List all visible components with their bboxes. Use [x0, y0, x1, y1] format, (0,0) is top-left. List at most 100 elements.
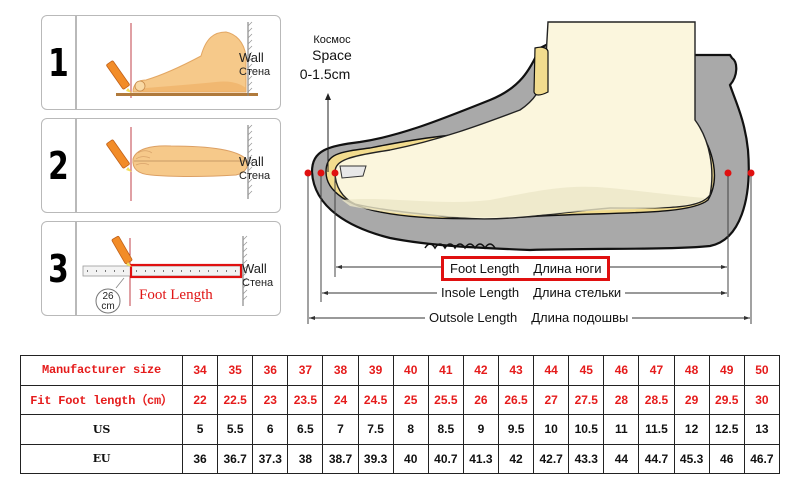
row-header: Fit Foot length（cm） — [20, 384, 183, 415]
table-cell: 22.5 — [217, 384, 254, 415]
table-cell: 13 — [743, 414, 781, 445]
table-cell: 42 — [497, 443, 535, 474]
table-cell: 9.5 — [497, 414, 535, 445]
shoe-cross-section-diagram — [304, 21, 755, 324]
table-cell: 46 — [708, 443, 745, 474]
table-cell: 46 — [603, 355, 640, 386]
step-number: 3 — [48, 246, 69, 291]
wall-label: Wall Стена — [239, 154, 271, 183]
table-cell: 29 — [673, 384, 710, 415]
table-cell: 43 — [497, 355, 535, 386]
step-panel-3: 3 26 — [41, 221, 281, 316]
foot-length-label: Foot Length — [139, 287, 213, 303]
table-cell: 27 — [533, 384, 570, 415]
table-cell: 12.5 — [708, 414, 745, 445]
table-cell: 47 — [638, 355, 675, 386]
floor-icon — [116, 93, 258, 96]
table-cell: 10 — [533, 414, 570, 445]
table-cell: 7.5 — [357, 414, 394, 445]
arrow-up-icon — [325, 93, 331, 100]
table-cell: 25 — [392, 384, 429, 415]
table-cell: 42 — [462, 355, 499, 386]
table-cell: 44 — [603, 443, 640, 474]
table-cell: 6.5 — [287, 414, 324, 445]
tread-icon — [424, 243, 496, 250]
foot-top-view-illustration — [106, 124, 253, 201]
wall-label: Wall Стена — [239, 50, 271, 79]
foot-shape — [334, 21, 713, 220]
wall-label: Wall Стена — [242, 261, 274, 290]
table-cell: 34 — [181, 355, 219, 386]
table-cell: 6 — [252, 414, 289, 445]
table-cell: 38 — [287, 443, 324, 474]
table-cell: 26.5 — [497, 384, 535, 415]
measurement-points — [304, 169, 755, 177]
table-cell: 40 — [392, 443, 429, 474]
table-cell: 44.7 — [638, 443, 675, 474]
table-cell: 48 — [673, 355, 710, 386]
table-cell: 29.5 — [708, 384, 745, 415]
table-cell: 28.5 — [638, 384, 675, 415]
ruler-measure-illustration — [82, 235, 248, 314]
row-header: EU — [20, 443, 183, 474]
table-cell: 24 — [322, 384, 359, 415]
table-cell: 26 — [462, 384, 499, 415]
table-cell: 35 — [217, 355, 254, 386]
pencil-icon — [106, 139, 132, 172]
row-header: US — [20, 414, 183, 445]
table-cell: 8.5 — [427, 414, 464, 445]
table-cell: 37.3 — [252, 443, 289, 474]
table-cell: 46.7 — [743, 443, 781, 474]
panel-divider — [75, 222, 77, 315]
measurement-badge-text: 26 cm — [101, 291, 115, 312]
table-cell: 38 — [322, 355, 359, 386]
table-cell: 36 — [181, 443, 219, 474]
table-cell: 24.5 — [357, 384, 394, 415]
foot-side-view-illustration — [106, 21, 258, 98]
table-cell: 37 — [287, 355, 324, 386]
table-cell: 45.3 — [673, 443, 710, 474]
table-cell: 23.5 — [287, 384, 324, 415]
table-cell: 44 — [533, 355, 570, 386]
table-cell: 9 — [462, 414, 499, 445]
pencil-icon — [106, 60, 132, 93]
panel-divider — [75, 119, 77, 212]
table-cell: 36.7 — [217, 443, 254, 474]
table-cell: 41 — [427, 355, 464, 386]
table-cell: 8 — [392, 414, 429, 445]
table-cell: 39 — [357, 355, 394, 386]
table-cell: 40 — [392, 355, 429, 386]
table-cell: 42.7 — [533, 443, 570, 474]
step-panel-1: 1 Wall Стена — [41, 15, 281, 110]
table-cell: 39.3 — [357, 443, 394, 474]
space-label: Космос Space 0-1.5cm — [299, 34, 352, 82]
table-cell: 36 — [252, 355, 289, 386]
table-cell: 50 — [743, 355, 781, 386]
panel-divider — [75, 16, 77, 109]
step-panel-2: 2 Wall Стена — [41, 118, 281, 213]
table-cell: 41.3 — [462, 443, 499, 474]
table-cell: 40.7 — [427, 443, 464, 474]
row-header: Manufacturer size — [20, 355, 183, 386]
table-cell: 23 — [252, 384, 289, 415]
table-cell: 38.7 — [322, 443, 359, 474]
table-cell: 28 — [603, 384, 640, 415]
step-number: 2 — [48, 143, 69, 188]
table-cell: 30 — [743, 384, 781, 415]
table-cell: 10.5 — [568, 414, 605, 445]
table-cell: 5.5 — [217, 414, 254, 445]
table-cell: 45 — [568, 355, 605, 386]
step-number: 1 — [48, 40, 69, 85]
measurement-badge — [95, 288, 121, 314]
table-cell: 49 — [708, 355, 745, 386]
table-cell: 25.5 — [427, 384, 464, 415]
table-cell: 11.5 — [638, 414, 675, 445]
